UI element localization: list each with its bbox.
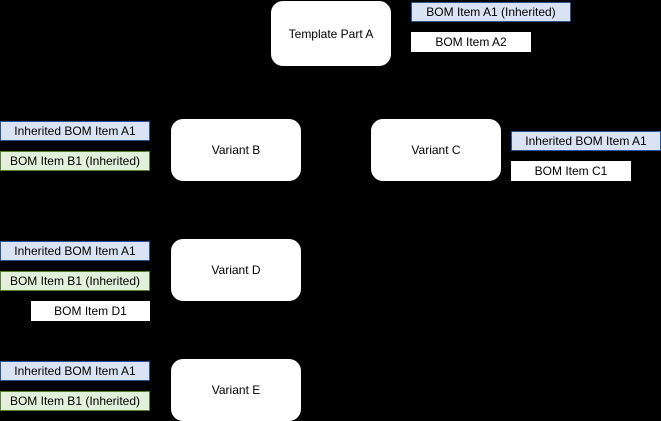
bom-item-label: Inherited BOM Item A1 bbox=[525, 134, 647, 148]
bom-item-b1-inherited[interactable]: BOM Item B1 (Inherited) bbox=[0, 151, 150, 171]
bom-item-label: Inherited BOM Item A1 bbox=[14, 124, 136, 138]
bom-item-label: BOM Item C1 bbox=[534, 164, 608, 178]
bom-item-label: BOM Item A2 bbox=[435, 35, 507, 49]
bom-item-label: BOM Item B1 (Inherited) bbox=[9, 274, 141, 288]
part-node-variant-d[interactable]: Variant D bbox=[171, 239, 301, 301]
bom-item-c1[interactable]: BOM Item C1 bbox=[511, 161, 631, 181]
part-node-variant-b[interactable]: Variant B bbox=[171, 119, 301, 181]
bom-item-d-b1-inherited[interactable]: BOM Item B1 (Inherited) bbox=[0, 271, 150, 291]
part-node-label: Template Part A bbox=[288, 26, 374, 41]
bom-item-label: BOM Item B1 (Inherited) bbox=[9, 154, 141, 168]
part-node-template-part-a[interactable]: Template Part A bbox=[271, 1, 391, 66]
bom-item-d1[interactable]: BOM Item D1 bbox=[31, 301, 150, 321]
bom-item-label: Inherited BOM Item A1 bbox=[14, 244, 136, 258]
part-node-label: Variant D bbox=[211, 263, 261, 277]
bom-item-a1-inherited[interactable]: BOM Item A1 (Inherited) bbox=[411, 2, 571, 22]
bom-item-c-inherited-a1[interactable]: Inherited BOM Item A1 bbox=[511, 131, 661, 151]
part-node-label: Variant C bbox=[411, 143, 461, 157]
bom-item-label: BOM Item D1 bbox=[54, 304, 127, 318]
part-node-variant-c[interactable]: Variant C bbox=[371, 119, 501, 181]
part-node-label: Variant B bbox=[211, 143, 261, 157]
bom-item-e-inherited-a1[interactable]: Inherited BOM Item A1 bbox=[0, 361, 150, 381]
part-node-variant-e[interactable]: Variant E bbox=[171, 359, 301, 421]
bom-item-d-inherited-a1[interactable]: Inherited BOM Item A1 bbox=[0, 241, 150, 261]
bom-item-a2[interactable]: BOM Item A2 bbox=[411, 32, 531, 52]
bom-item-label: Inherited BOM Item A1 bbox=[14, 364, 136, 378]
bom-item-label: BOM Item B1 (Inherited) bbox=[9, 394, 141, 408]
part-node-label: Variant E bbox=[211, 383, 261, 397]
bom-item-e-b1-inherited[interactable]: BOM Item B1 (Inherited) bbox=[0, 391, 150, 411]
bom-item-label: BOM Item A1 (Inherited) bbox=[426, 5, 556, 19]
bom-item-b-inherited-a1[interactable]: Inherited BOM Item A1 bbox=[0, 121, 150, 141]
